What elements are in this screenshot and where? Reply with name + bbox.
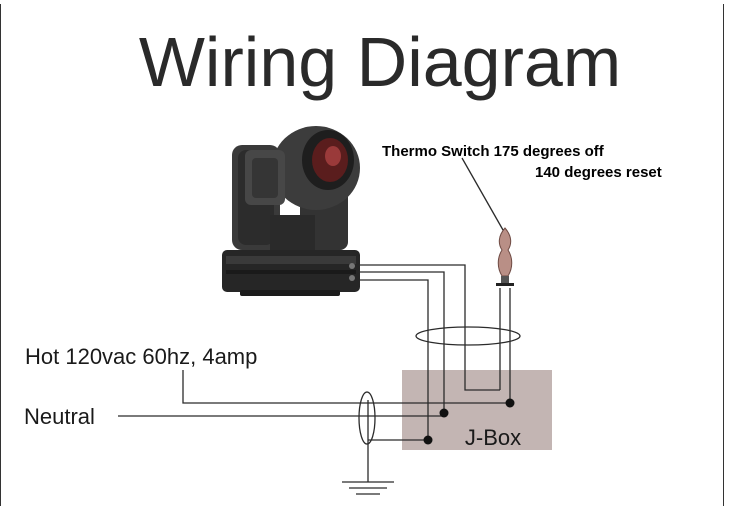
wire-fixture-hot — [360, 271, 445, 410]
cable-bundle-ring-icon — [415, 326, 521, 346]
moving-head-light-icon — [222, 126, 360, 296]
thermo-pointer-line — [461, 157, 504, 231]
neutral-label: Neutral — [24, 404, 95, 429]
ground-symbol-icon — [342, 481, 394, 495]
thermo-switch-icon — [496, 227, 514, 286]
cable-bundle-ring-lower — [358, 391, 376, 445]
wire-fixture-neutral — [360, 279, 429, 440]
junction-dot-hot — [505, 398, 515, 408]
junction-dot-ground — [423, 435, 433, 445]
thermo-switch-note-line1: Thermo Switch 175 degrees off — [382, 143, 605, 160]
wire-hot-supply — [182, 370, 510, 404]
jbox-label: J-Box — [465, 425, 521, 450]
junction-dot-neutral — [439, 408, 449, 418]
thermo-switch-note-line2: 140 degrees reset — [535, 164, 662, 181]
hot-label: Hot 120vac 60hz, 4amp — [25, 344, 257, 369]
diagram-title: Wiring Diagram — [139, 23, 621, 101]
